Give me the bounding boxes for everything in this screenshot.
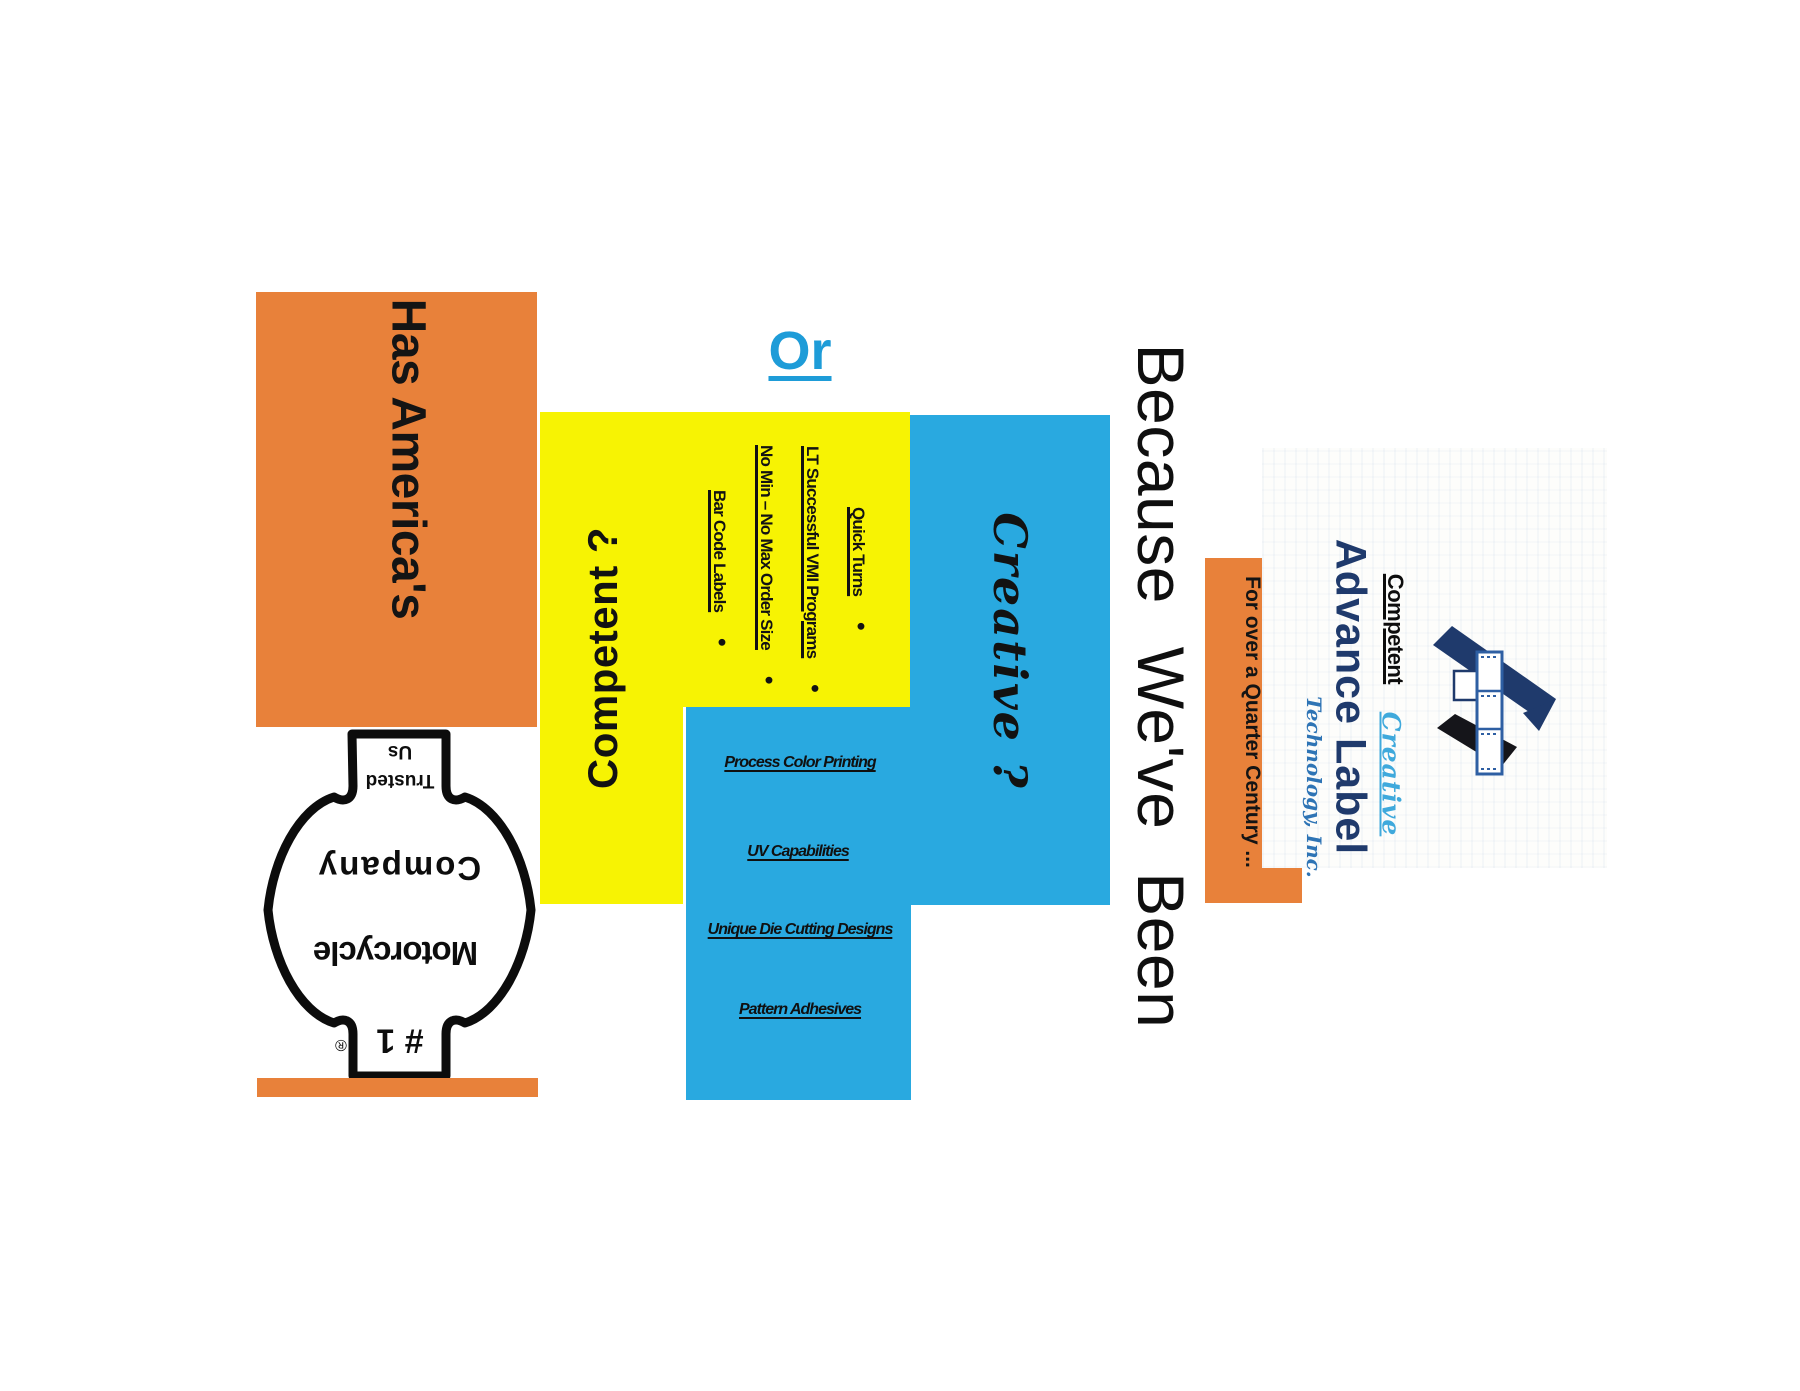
bullet-dot-icon: • (847, 622, 874, 630)
registered-trademark-icon: ® (335, 1036, 347, 1053)
orange-headline-panel (256, 292, 537, 727)
orange-bottom-bar (257, 1078, 538, 1097)
or-heading: Or (768, 321, 832, 381)
bullet-dot-icon: • (708, 638, 735, 646)
creative-item: Unique Die Cutting Designs (707, 921, 894, 938)
bullet-dot-icon: • (801, 684, 828, 692)
badge-us-label: Us (387, 741, 413, 762)
blue-panel-lower (686, 707, 911, 1100)
bullet-text: Bar Code Labels (710, 490, 729, 613)
creative-item: UV Capabilities (747, 843, 849, 860)
headline-has-americas: Has America's (381, 298, 435, 620)
competent-bullet-item: Quick Turns • (846, 507, 874, 630)
creative-item: Process Color Printing (724, 754, 876, 771)
bullet-text: Quick Turns (849, 507, 868, 597)
quarter-century-label: For over a Quarter Century ... (1241, 576, 1264, 868)
competent-bullet-item: No Min – No Max Order Size • (754, 445, 782, 684)
competent-title: Competent ? (579, 526, 626, 790)
blue-panel-right (910, 415, 1110, 905)
logo-creative-label: Creative (1376, 711, 1406, 837)
yellow-panel-top (682, 412, 910, 707)
motorcycle-badge-outline-icon (263, 729, 536, 1081)
logo-company-name: Advance Label (1326, 538, 1375, 856)
bullet-text: No Min – No Max Order Size (757, 445, 776, 650)
bullet-text: LT Successful VMI Programs (803, 446, 822, 659)
badge-company-label: Company (316, 850, 482, 887)
competent-bullet-item: LT Successful VMI Programs • (800, 446, 828, 692)
badge-motorcycle-label: Motorcycle (313, 935, 479, 972)
yellow-panel-left (540, 412, 683, 904)
advance-label-logo-icon (1433, 626, 1556, 776)
competent-bullet-item: Bar Code Labels • (707, 490, 735, 646)
badge-trusted-label: Trusted (365, 770, 435, 791)
because-tagline: Because We've Been (1124, 343, 1198, 1029)
bullet-dot-icon: • (755, 675, 782, 684)
badge-bar-text: Trusted Us (366, 737, 435, 795)
badge-number-one-label: # 1 (376, 1021, 424, 1060)
logo-backdrop (1262, 448, 1607, 868)
creative-item: Pattern Adhesives (738, 1001, 862, 1018)
creative-title: Creative ? (983, 512, 1037, 790)
logo-competent-label: Competent (1383, 573, 1408, 685)
logo-subtitle: Technology, Inc. (1302, 696, 1326, 878)
